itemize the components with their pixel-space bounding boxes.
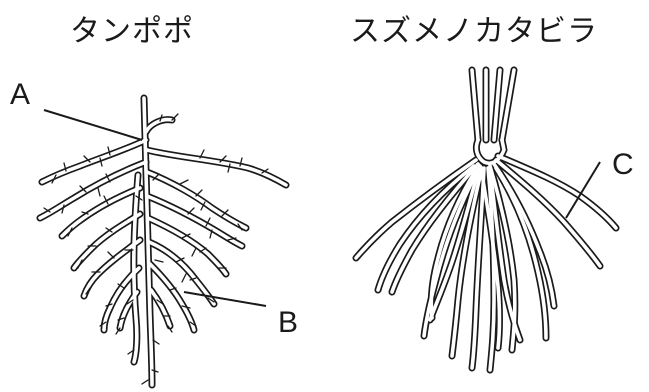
pointer-a [44,110,142,140]
label-b: B [278,306,298,340]
label-a: A [10,78,30,112]
grass-root [356,70,616,370]
pointer-b [184,292,266,306]
dandelion-root [40,98,286,385]
label-c: C [612,148,634,182]
